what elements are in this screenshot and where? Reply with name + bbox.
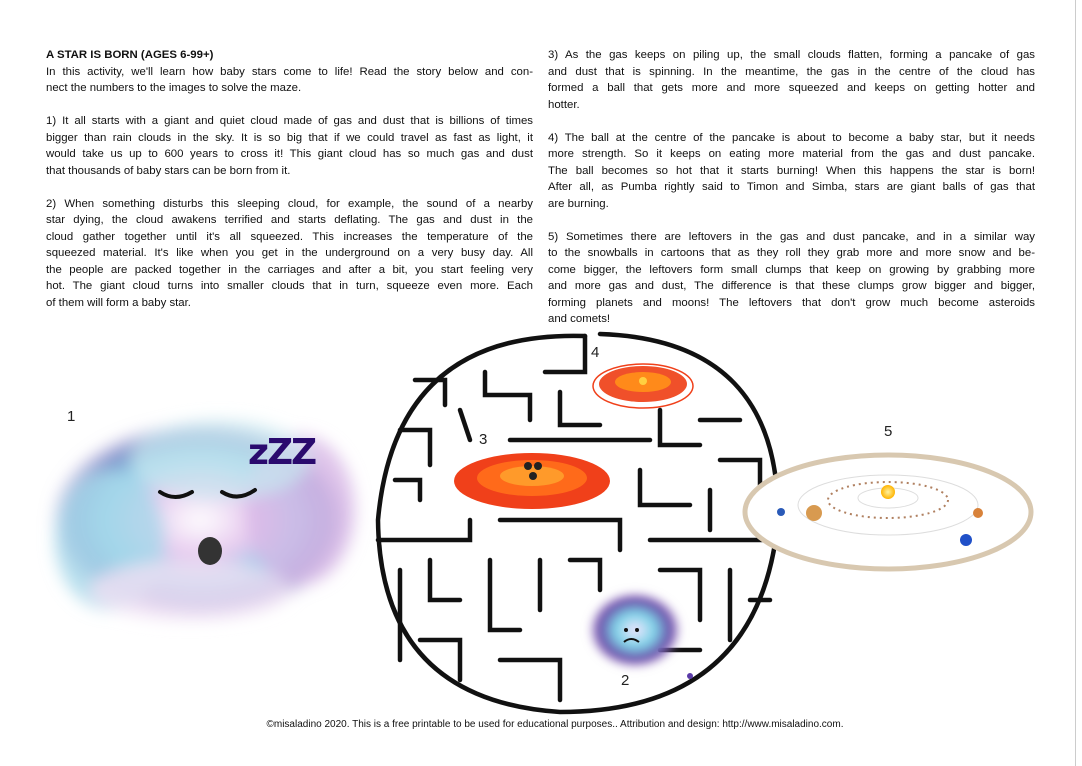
text-line: are burning. (548, 197, 609, 210)
planet-icon (806, 505, 822, 521)
sleeping-cloud-image (55, 420, 355, 620)
solar-system-image (742, 452, 1034, 572)
text-line: and comets! (548, 313, 611, 325)
text-line: The ball becomes so hot that it starts b… (548, 164, 1035, 177)
text-line: forming planets and moons! The leftovers… (548, 296, 1035, 309)
text-line: formed a ball that gets more and more sq… (548, 82, 1035, 94)
text-line: of them will form a baby star. (46, 296, 191, 309)
text-line: 5) Sometimes there are leftovers in the … (548, 230, 1035, 243)
text-line: 2) When something disturbs this sleeping… (46, 197, 533, 210)
collapsing-cloud-image (587, 590, 693, 679)
footer-attribution: ©misaladino 2020. This is a free printab… (266, 719, 844, 730)
intro-paragraph: In this activity, we'll learn how baby s… (46, 64, 533, 97)
sun-icon (881, 485, 895, 499)
text-line: After all, as Pumba rightly said to Timo… (548, 181, 1035, 193)
text-line: and more gas and dust, The difference is… (548, 280, 1035, 292)
step-3-paragraph: 3) As the gas keeps on piling up, the sm… (548, 47, 1035, 113)
snore-label: zZZ (248, 432, 317, 473)
step-1-paragraph: 1) It all starts with a giant and quiet … (46, 113, 533, 179)
baby-star-image (592, 363, 694, 409)
text-line: hot. The giant cloud turns into smaller … (46, 280, 533, 292)
text-line: 3) As the gas keeps on piling up, the sm… (548, 49, 1035, 61)
planet-icon (777, 508, 785, 516)
closed-eye-icon (158, 490, 194, 499)
text-line: the people are packed together in the ca… (46, 263, 533, 276)
label-2: 2 (621, 672, 630, 689)
snore-text: zZZ (248, 432, 317, 473)
text-line: hotter. (548, 98, 580, 111)
text-line: and dust that is spinning. In the meanti… (548, 65, 1035, 78)
planet-icon (960, 534, 972, 546)
text-line: would take us up to 600 years to cross i… (46, 148, 533, 160)
step-5-paragraph: 5) Sometimes there are leftovers in the … (548, 229, 1035, 328)
mouth-icon (198, 537, 222, 565)
step-2-paragraph: 2) When something disturbs this sleeping… (46, 196, 533, 312)
text-line: 4) The ball at the centre of the pancake… (548, 131, 1035, 144)
label-1: 1 (67, 408, 76, 425)
text-line: 1) It all starts with a giant and quiet … (46, 115, 533, 127)
text-line: come bigger, the leftovers form small cl… (548, 263, 1035, 276)
page-edge (1075, 0, 1082, 766)
text-line: In this activity, we'll learn how baby s… (46, 65, 533, 78)
text-line: bigger than rain clouds in the sky. It i… (46, 131, 533, 144)
text-line: star dying, the cloud awakens terrified … (46, 214, 533, 226)
label-4: 4 (591, 344, 600, 361)
story-column-left: A STAR IS BORN (AGES 6-99+) In this acti… (46, 47, 533, 311)
text-line: more strength. So it keeps on eating mor… (548, 148, 1035, 160)
maze[interactable] (375, 331, 781, 715)
text-line: squeezed material. It's like when you ge… (46, 247, 533, 259)
text-line: that thousands of baby stars can be born… (46, 164, 291, 177)
text-line: to the snowballs in cartoons that as the… (548, 247, 1035, 259)
page-title: A STAR IS BORN (AGES 6-99+) (46, 49, 214, 61)
label-3: 3 (479, 431, 488, 448)
text-line: cloud gather together until it's all squ… (46, 230, 533, 243)
label-5: 5 (884, 423, 893, 440)
planet-icon (973, 508, 983, 518)
spinning-pancake-image (454, 453, 610, 509)
closed-eye-icon (220, 488, 257, 499)
text-line: nect the numbers to the images to solve … (46, 82, 302, 94)
story-column-right: 3) As the gas keeps on piling up, the sm… (548, 47, 1035, 328)
step-4-paragraph: 4) The ball at the centre of the pancake… (548, 130, 1035, 213)
